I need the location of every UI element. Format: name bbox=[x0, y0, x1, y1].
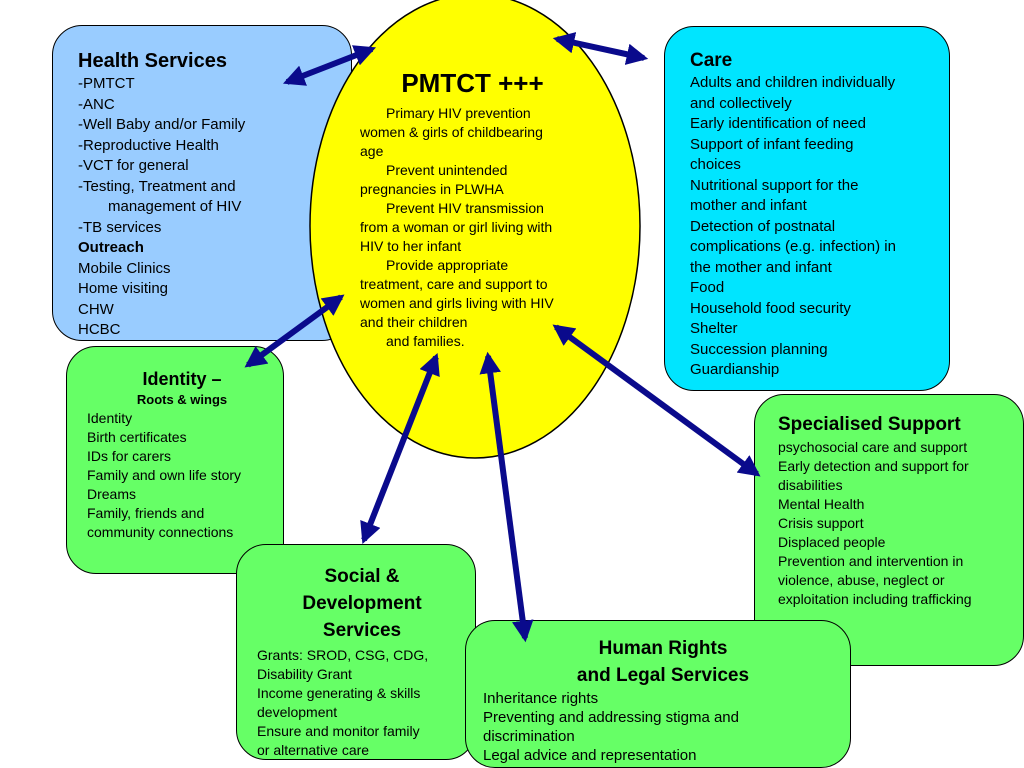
list-item: Inheritance rights bbox=[483, 690, 599, 707]
list-item: Family and own life story bbox=[87, 467, 242, 483]
list-item: Succession planning bbox=[690, 340, 828, 358]
social-title-line: Development bbox=[302, 593, 422, 614]
list-item: management of HIV bbox=[108, 198, 242, 215]
list-item: Income generating & skills bbox=[257, 685, 421, 701]
list-item: Support of infant feeding bbox=[690, 135, 854, 153]
center-line: HIV to her infant bbox=[360, 238, 462, 254]
human-rights-title-line: and Legal Services bbox=[576, 665, 750, 686]
care-title: Care bbox=[690, 50, 733, 71]
list-item: Mobile Clinics bbox=[78, 259, 171, 277]
list-item: Disability Grant bbox=[257, 666, 352, 682]
list-item: Dreams bbox=[87, 486, 137, 502]
center-line: and families. bbox=[386, 333, 465, 349]
center-line: Provide appropriate bbox=[386, 257, 509, 273]
list-item: IDs for carers bbox=[87, 448, 172, 464]
list-item: -Testing, Treatment and bbox=[78, 177, 236, 195]
list-item: the mother and infant bbox=[690, 258, 832, 276]
list-item: violence, abuse, neglect or bbox=[778, 572, 945, 588]
center-line: Primary HIV prevention bbox=[386, 105, 531, 121]
list-item: -PMTCT bbox=[78, 75, 135, 92]
list-item: Grants: SROD, CSG, CDG, bbox=[257, 647, 429, 663]
identity-subtitle: Roots & wings bbox=[136, 392, 228, 407]
list-item: community connections bbox=[87, 524, 234, 540]
social-title-line: Services bbox=[322, 620, 402, 641]
list-item: Mental Health bbox=[778, 496, 865, 512]
list-item: Detection of postnatal bbox=[690, 217, 836, 235]
list-item: disabilities bbox=[778, 477, 843, 493]
list-item: Guardianship bbox=[690, 361, 780, 378]
center-line: from a woman or girl living with bbox=[360, 219, 553, 235]
list-item: complications (e.g. infection) in bbox=[690, 238, 896, 255]
list-item: Home visiting bbox=[78, 280, 169, 297]
list-item: Displaced people bbox=[778, 534, 886, 550]
care-box: Care Adults and children individually an… bbox=[664, 26, 950, 391]
list-item: mother and infant bbox=[690, 197, 807, 214]
list-item: Adults and children individually bbox=[690, 74, 896, 91]
center-line: age bbox=[360, 143, 384, 159]
center-line: women and girls living with HIV bbox=[360, 295, 554, 311]
list-item: discrimination bbox=[483, 728, 575, 745]
list-item: -TB services bbox=[78, 218, 162, 236]
list-item: -VCT for general bbox=[78, 157, 189, 174]
list-item: Shelter bbox=[690, 320, 738, 337]
pmtct-center-text: PMTCT +++ Primary HIV prevention women &… bbox=[360, 66, 585, 351]
pmtct-title: PMTCT +++ bbox=[401, 68, 544, 98]
social-development-box: Social & Development Services Grants: SR… bbox=[236, 544, 476, 760]
list-item: HCBC bbox=[78, 321, 121, 338]
center-line: Prevent unintended bbox=[386, 162, 508, 178]
list-item: psychosocial care and support bbox=[778, 439, 968, 455]
list-item: Ensure and monitor family bbox=[257, 723, 420, 739]
human-rights-box: Human Rights and Legal Services Inherita… bbox=[465, 620, 851, 768]
list-item: or alternative care bbox=[257, 742, 370, 758]
identity-box: Identity – Roots & wings Identity Birth … bbox=[66, 346, 284, 574]
list-item: Early identification of need bbox=[690, 115, 866, 132]
list-item: -ANC bbox=[78, 95, 115, 113]
social-title-line: Social & bbox=[324, 566, 400, 587]
list-item: Household food security bbox=[690, 299, 851, 317]
list-item: choices bbox=[690, 156, 741, 173]
list-item: Preventing and addressing stigma and bbox=[483, 709, 739, 726]
center-line: women & girls of childbearing bbox=[360, 124, 543, 140]
health-services-title: Health Services bbox=[78, 50, 227, 72]
list-item: Family, friends and bbox=[87, 505, 205, 521]
list-item: Prevention and intervention in bbox=[778, 553, 964, 569]
human-rights-title-line: Human Rights bbox=[598, 638, 728, 659]
center-line: treatment, care and support to bbox=[360, 276, 548, 292]
list-item: Legal advice and representation bbox=[483, 747, 697, 764]
list-item: CHW bbox=[78, 300, 114, 318]
list-item: -Well Baby and/or Family bbox=[78, 116, 246, 133]
identity-title: Identity – bbox=[142, 369, 222, 389]
center-line: pregnancies in PLWHA bbox=[360, 181, 504, 197]
list-item: -Reproductive Health bbox=[78, 136, 219, 154]
list-item: Food bbox=[690, 279, 725, 296]
list-item: exploitation including trafficking bbox=[778, 591, 972, 607]
outreach-heading: Outreach bbox=[78, 239, 144, 256]
list-item: Crisis support bbox=[778, 515, 864, 531]
list-item: and collectively bbox=[690, 94, 792, 112]
specialised-support-title: Specialised Support bbox=[778, 414, 961, 435]
list-item: development bbox=[257, 704, 338, 720]
list-item: Early detection and support for bbox=[778, 458, 969, 474]
center-line: Prevent HIV transmission bbox=[386, 200, 544, 216]
center-line: and their children bbox=[360, 314, 468, 330]
list-item: Birth certificates bbox=[87, 429, 187, 445]
list-item: Nutritional support for the bbox=[690, 176, 859, 194]
list-item: Identity bbox=[87, 410, 133, 426]
